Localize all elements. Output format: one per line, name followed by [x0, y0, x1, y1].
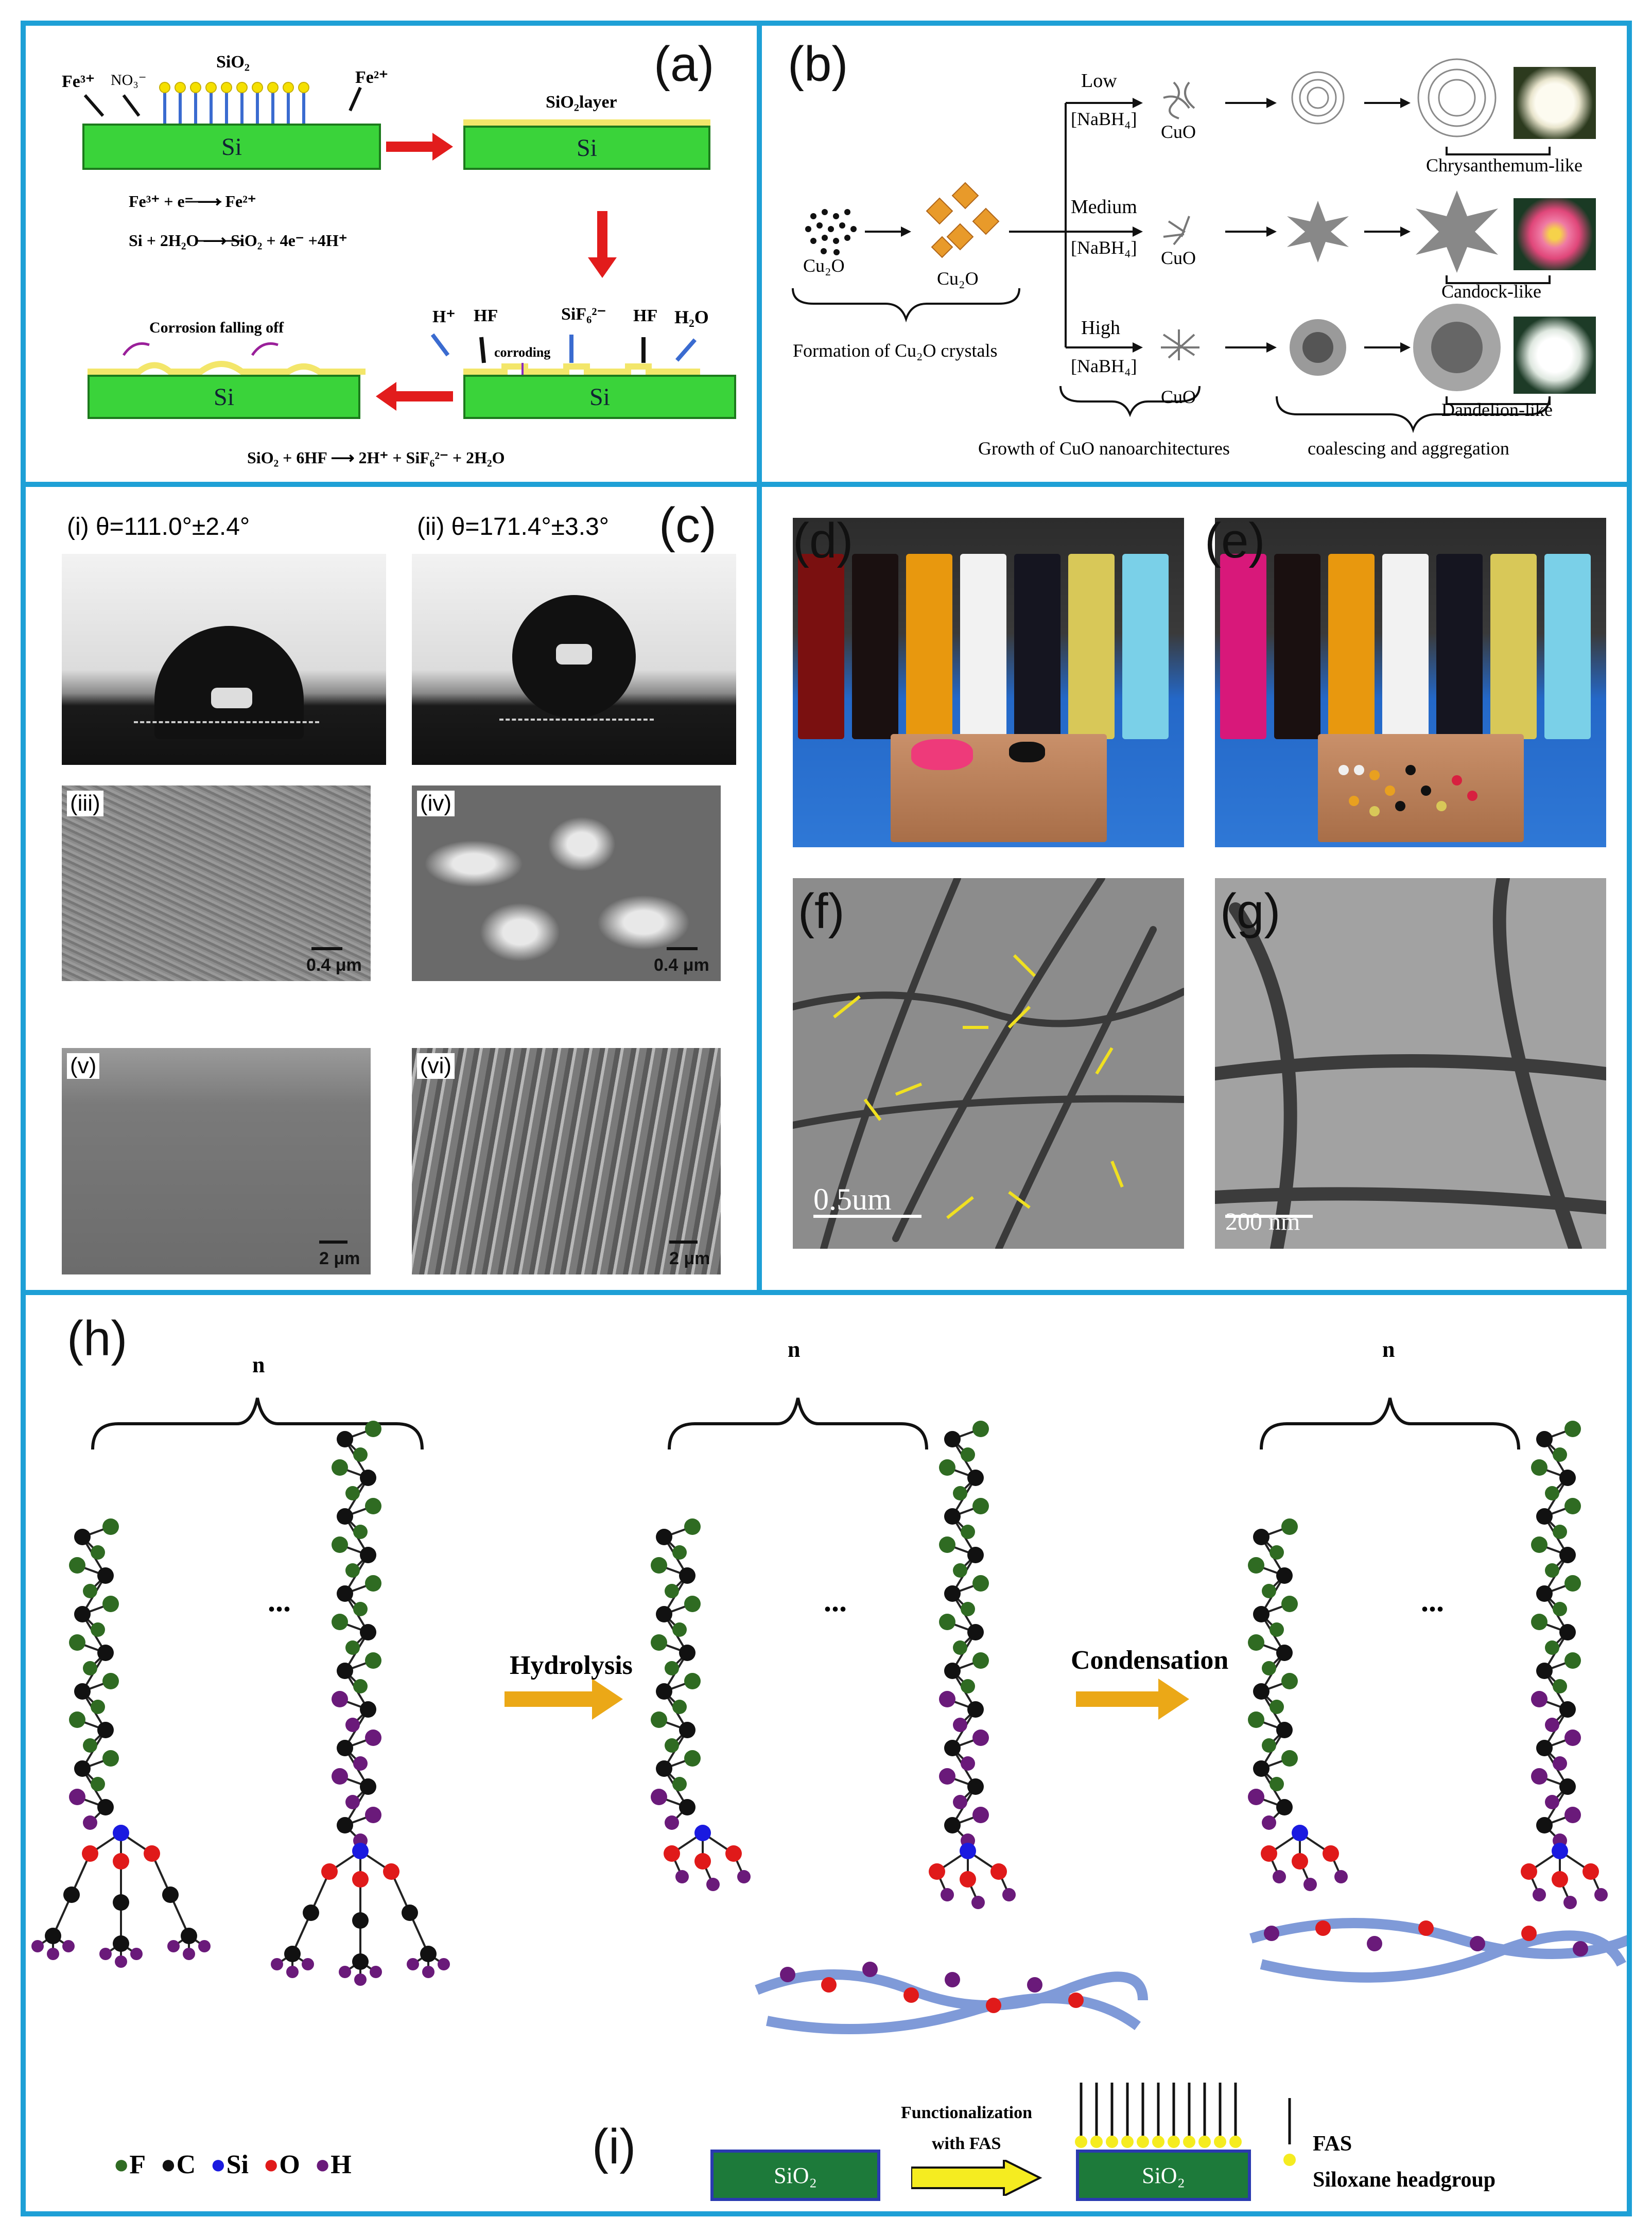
scale-label-v: 2 μm: [319, 1249, 360, 1269]
row-low-reagent: [NaBH₄]: [1071, 108, 1137, 130]
no3-label: NO₃⁻: [111, 71, 147, 89]
sem-iii-label: (iii): [67, 791, 103, 816]
n-label-2: n: [788, 1336, 800, 1362]
candock-label: Candock-like: [1441, 281, 1541, 302]
sem-vi-label: (vi): [417, 1053, 455, 1079]
dandelion-label: Dandelion-like: [1441, 399, 1553, 421]
row-medium-product: CuO: [1161, 247, 1196, 269]
cu2o-label-2: Cu₂O: [937, 268, 979, 289]
h2o-label: H₂O: [674, 306, 709, 328]
panel-d-label: (d): [793, 513, 853, 569]
sio2-layer-label: SiO₂layer: [546, 93, 617, 112]
panel-e-label: (e): [1205, 513, 1265, 569]
sio2-box-after: SiO₂: [1076, 2150, 1251, 2201]
eq2: Si + 2H₂O ⟶ SiO₂ + 4e⁻ +4H⁺: [129, 231, 347, 250]
dandelion-photo: [1514, 317, 1596, 394]
panel-i-label: (i): [592, 2119, 636, 2175]
row-medium-reagent: [NaBH₄]: [1071, 237, 1137, 258]
scale-label-g: 200 nm: [1225, 1208, 1300, 1236]
sif6-label: SiF₆²⁻: [561, 304, 606, 324]
hydrolysis-label: Hydrolysis: [510, 1650, 633, 1681]
functionalization-label: Functionalization: [901, 2103, 1032, 2123]
formation-label: Formation of Cu₂O crystals: [793, 340, 998, 361]
si-substrate-3: Si: [88, 375, 360, 419]
si-substrate-2: Si: [463, 126, 710, 170]
siloxane-legend-label: Siloxane headgroup: [1313, 2168, 1496, 2192]
panel-f-label: (f): [798, 883, 845, 940]
si-substrate-1: Si: [82, 124, 381, 170]
growth-label: Growth of CuO nanoarchitectures: [978, 438, 1230, 459]
contact-angle-i-label: (i) θ=111.0°±2.4°: [67, 513, 250, 541]
droplet-image-ii: [412, 554, 736, 765]
sem-iv-label: (iv): [417, 791, 455, 816]
scale-label-iii: 0.4 μm: [306, 955, 362, 975]
panel-c: (c) (i) θ=111.0°±2.4° (ii) θ=171.4°±3.3°…: [21, 482, 762, 1295]
n-label-3: n: [1382, 1336, 1395, 1362]
fas-legend-label: FAS: [1313, 2132, 1352, 2156]
functionalization-arrow: [911, 2160, 1045, 2196]
scale-label-f: 0.5um: [813, 1182, 892, 1217]
ellipsis-1: ...: [268, 1583, 291, 1619]
element-legend: ●F ●C ●Si ●O ●H: [113, 2150, 352, 2180]
hf-label-2: HF: [633, 306, 657, 326]
ellipsis-2: ...: [824, 1583, 847, 1619]
coalescing-label: coalescing and aggregation: [1308, 438, 1509, 459]
hf-label-1: HF: [474, 306, 498, 326]
row-high-level: High: [1081, 317, 1120, 339]
with-fas-label: with FAS: [932, 2134, 1001, 2154]
sio2-label: SiO₂: [216, 53, 250, 72]
scale-label-vi: 2 μm: [669, 1249, 710, 1269]
row-medium-level: Medium: [1071, 196, 1137, 218]
molecule-chains: [26, 1295, 1627, 2211]
sem-image-vi: [412, 1048, 721, 1274]
row-low-product: CuO: [1161, 121, 1196, 143]
si-substrate-4: Si: [463, 375, 736, 419]
row-high-reagent: [NaBH₄]: [1071, 355, 1137, 377]
ellipsis-3: ...: [1421, 1583, 1444, 1619]
chrysanthemum-label: Chrysanthemum-like: [1426, 154, 1583, 176]
scale-label-iv: 0.4 μm: [654, 955, 709, 975]
sem-image-iii: [62, 785, 371, 981]
n-label-1: n: [252, 1352, 265, 1378]
chrysanthemum-photo: [1514, 67, 1596, 139]
panel-b: (b): [757, 21, 1632, 487]
fas-legend-line: [1282, 2098, 1297, 2170]
row-high-product: CuO: [1161, 386, 1196, 408]
h-plus-label: H⁺: [432, 306, 455, 327]
fe2-label: Fe²⁺: [355, 67, 388, 88]
panel-h: (h) n n n ... ... ... Hydrolysis Condens…: [21, 1290, 1632, 2216]
row-low-level: Low: [1081, 69, 1117, 92]
sem-image-v: [62, 1048, 371, 1274]
eq3: SiO₂ + 6HF ⟶ 2H⁺ + SiF₆²⁻ + 2H₂O: [247, 448, 505, 467]
sio2-box-before: SiO₂: [710, 2150, 880, 2201]
panel-c-label: (c): [659, 497, 717, 554]
droplet-image-i: [62, 554, 386, 765]
photo-e-droplets: [1323, 755, 1529, 837]
panel-a: (a) Fe³⁺ NO₃⁻ SiO₂ Fe²: [21, 21, 762, 487]
fe3-label: Fe³⁺: [62, 71, 95, 92]
panel-defg: (d) (e): [757, 482, 1632, 1295]
sem-image-iv: [412, 785, 721, 981]
contact-angle-ii-label: (ii) θ=171.4°±3.3°: [417, 513, 609, 541]
corrosion-label: Corrosion falling off: [149, 319, 284, 337]
eq1: Fe³⁺ + e⁻ ⟶ Fe²⁺: [129, 191, 256, 211]
corroding-label: corroding: [494, 345, 550, 360]
sem-v-label: (v): [67, 1053, 99, 1079]
panel-g-label: (g): [1220, 883, 1280, 940]
cu2o-label-1: Cu₂O: [803, 255, 845, 276]
fas-brush: [1071, 2083, 1277, 2150]
candock-photo: [1514, 198, 1596, 270]
condensation-label: Condensation: [1071, 1645, 1228, 1675]
